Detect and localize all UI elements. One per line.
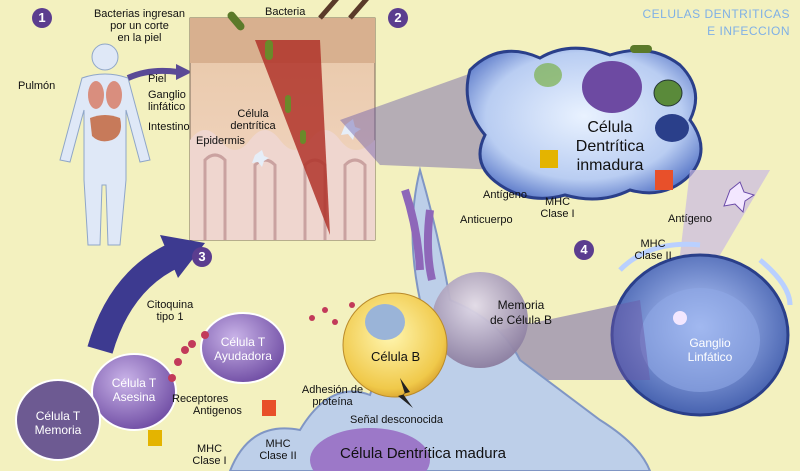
- label-t-asesina: Célula T Asesina: [111, 376, 157, 404]
- label-anticuerpo: Anticuerpo: [460, 214, 513, 226]
- memory-t-cell: [15, 379, 101, 461]
- lymph-node-illustration: [610, 181, 793, 417]
- label-citoquina: Citoquina tipo 1: [146, 299, 194, 323]
- title-line-2: E INFECCION: [707, 24, 790, 38]
- arrow-to-skin: [126, 67, 179, 81]
- label-bacteria: Bacteria: [265, 6, 306, 18]
- label-t-memoria: Célula T Memoria: [34, 409, 82, 437]
- helper-t-cell: [200, 312, 286, 384]
- title-line-1: CELULAS DENTRITICAS: [642, 7, 790, 21]
- killer-t-cell: [91, 353, 177, 431]
- cytokine-dots: [168, 302, 355, 382]
- skin-cross-section: [189, 0, 376, 241]
- label-piel: Piel: [148, 73, 167, 85]
- label-ganglio: Ganglio linfático: [148, 89, 186, 113]
- diagram-title: CELULAS DENTRITICAS E INFECCION: [620, 6, 790, 40]
- b-cell: [342, 292, 448, 408]
- label-mhc1-top: MHC Clase I: [540, 196, 575, 220]
- label-senal: Señal desconocida: [350, 414, 443, 426]
- label-ganglio-linfatico: Ganglio Linfático: [687, 336, 733, 364]
- label-epidermis: Epidermis: [196, 135, 245, 147]
- label-celula-madura: Célula Dentrítica madura: [340, 445, 506, 462]
- label-memoria-b: Memoria de Célula B: [489, 298, 553, 327]
- immature-dendritic-cell: [465, 45, 703, 201]
- label-mhc2-bottom: MHC Clase II: [259, 438, 297, 462]
- step-2-badge: 2: [388, 8, 408, 28]
- label-bacterias-ingresan: Bacterias ingresan por un corte en la pi…: [93, 8, 186, 44]
- step-3-badge: 3: [192, 247, 212, 267]
- label-pulmon: Pulmón: [18, 80, 56, 92]
- step-4-badge: 4: [574, 240, 594, 260]
- label-t-ayudadora: Célula T Ayudadora: [214, 335, 272, 363]
- arrow-up-to-skin: [87, 243, 181, 354]
- label-mhc1-bottom: MHC Clase I: [192, 443, 227, 467]
- memory-b-cell: [432, 272, 528, 368]
- step-1-badge: 1: [32, 8, 52, 28]
- label-antigeno-left: Antígeno: [483, 189, 528, 201]
- human-figure-icon: [59, 43, 151, 246]
- label-celula-dentritica: Célula dentrítica: [230, 108, 276, 132]
- label-antigenos: Antigenos: [193, 405, 242, 417]
- label-celula-inmadura: Célula Dentrítica inmadura: [575, 119, 645, 174]
- label-adhesion: Adhesión de proteína: [301, 384, 364, 408]
- label-antigeno-right: Antígeno: [668, 213, 713, 225]
- label-mhc2-top: MHC Clase II: [634, 238, 672, 262]
- label-celula-b: Célula B: [371, 349, 421, 364]
- label-intestino: Intestino: [148, 121, 190, 133]
- label-receptores: Receptores: [172, 393, 229, 405]
